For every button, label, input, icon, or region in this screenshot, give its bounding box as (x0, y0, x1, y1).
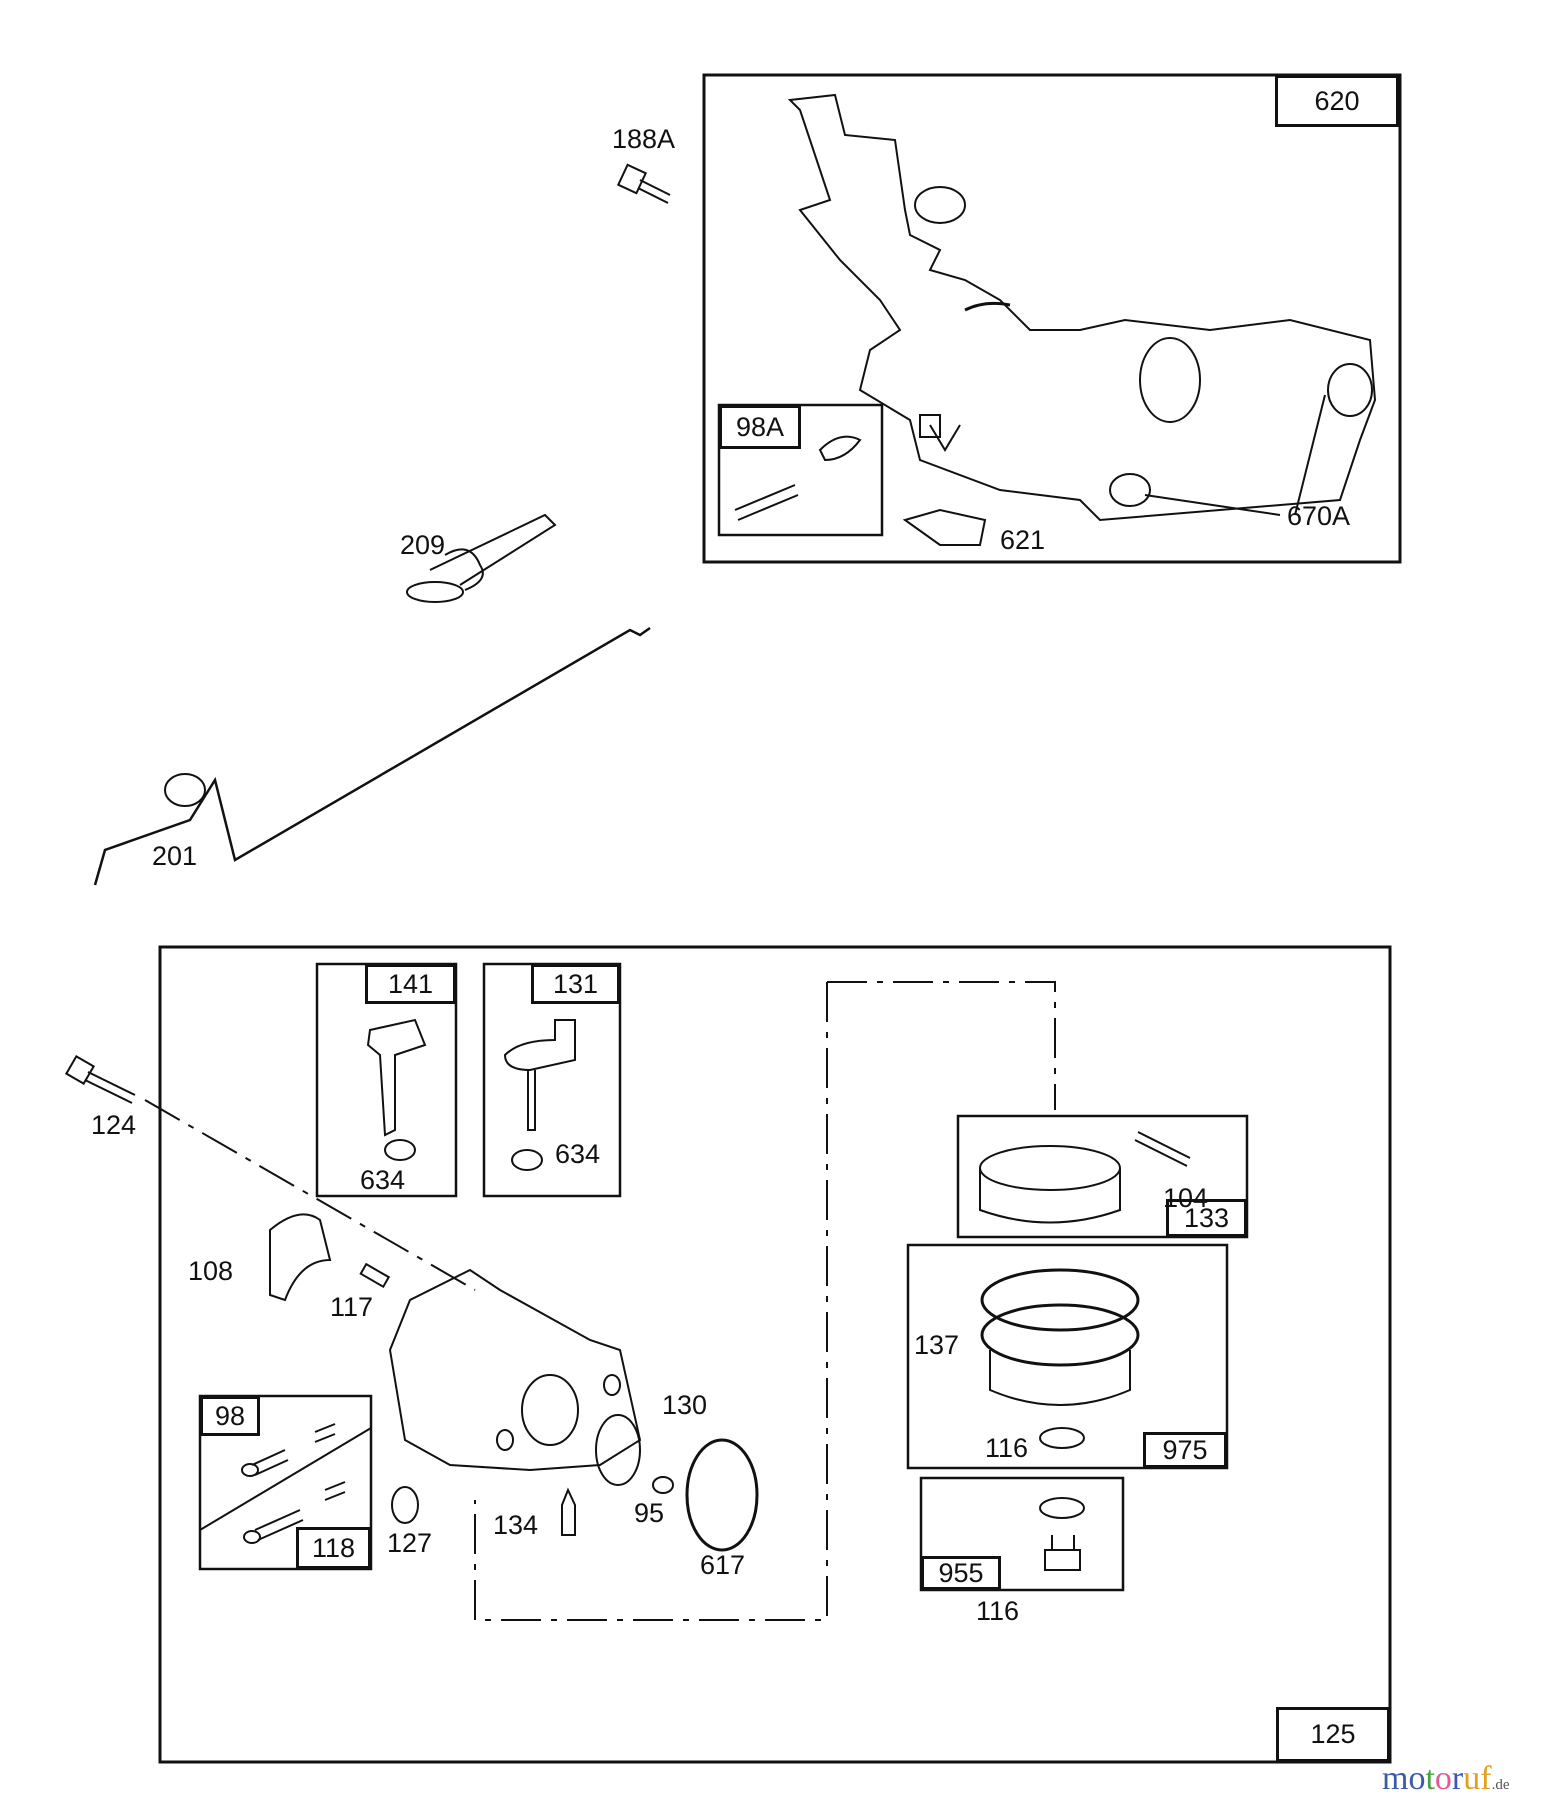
choke-shaft-141 (366, 1018, 427, 1161)
carburetor-body (388, 1268, 642, 1472)
kit-98-118-parts (241, 1423, 346, 1544)
label-617: 617 (700, 1550, 746, 1580)
label-108: 108 (188, 1256, 234, 1286)
label-124: 124 (91, 1110, 137, 1140)
kit-divider (199, 1427, 372, 1531)
kit-box-975 (906, 1243, 1229, 1470)
governor-control-bracket (787, 93, 1377, 546)
oring-617 (685, 1438, 759, 1552)
label-201: 201 (152, 841, 198, 871)
assembly-box-620 (702, 73, 1402, 564)
box-label-975: 975 (1143, 1432, 1227, 1468)
label-137: 137 (914, 1330, 960, 1360)
box-label-131: 131 (531, 964, 620, 1004)
spring-209 (406, 513, 557, 603)
box-label-955: 955 (921, 1556, 1001, 1590)
label-104: 104 (1163, 1183, 1209, 1213)
watermark-logo: motoruf.de (1382, 1762, 1509, 1796)
connector-line (474, 981, 1056, 1621)
label-634-left: 634 (360, 1165, 406, 1195)
needle-134 (561, 1487, 576, 1536)
part-95 (652, 1476, 674, 1494)
label-188a: 188A (612, 124, 676, 154)
watermark-letter: o (1408, 1760, 1426, 1797)
label-127: 127 (387, 1528, 433, 1558)
kit-box-133 (956, 1114, 1249, 1239)
label-134: 134 (493, 1510, 539, 1540)
box-label-620: 620 (1275, 75, 1399, 127)
kit-98a-parts (734, 435, 862, 521)
box-label-133: 133 (1166, 1199, 1247, 1237)
plug-127 (391, 1486, 419, 1524)
label-670a: 670A (1287, 501, 1351, 531)
diaphragm-130 (595, 1414, 641, 1486)
plate-108 (269, 1213, 332, 1302)
bowl-975 (980, 1268, 1140, 1449)
box-label-98a: 98A (719, 405, 801, 449)
kit-box-955 (919, 1476, 1125, 1592)
pin-117 (359, 1262, 391, 1289)
rod-201-eye (164, 773, 206, 807)
box-label-98: 98 (200, 1396, 260, 1436)
watermark-letter: u (1463, 1760, 1481, 1797)
label-95: 95 (634, 1498, 665, 1528)
pin-104 (1134, 1131, 1191, 1167)
label-116-bowl: 116 (985, 1433, 1029, 1463)
watermark-letter: o (1434, 1760, 1452, 1797)
label-117: 117 (330, 1292, 374, 1322)
watermark-letter: t (1425, 1760, 1435, 1797)
label-116-nut: 116 (976, 1596, 1020, 1626)
label-621: 621 (1000, 525, 1046, 555)
leader-670a (1144, 394, 1326, 516)
rod-201 (93, 626, 651, 886)
float-133 (979, 1145, 1121, 1224)
nut-955 (1039, 1497, 1085, 1571)
assembly-box-125 (158, 945, 1392, 1764)
kit-box-98-118 (198, 1394, 373, 1571)
leader-124 (144, 1099, 476, 1291)
throttle-shaft-131 (503, 1019, 576, 1171)
bolt-124 (64, 1054, 136, 1104)
watermark-letter: f (1480, 1760, 1492, 1797)
watermark-suffix: .de (1491, 1777, 1510, 1793)
watermark-letter: r (1451, 1760, 1464, 1797)
label-209: 209 (400, 530, 446, 560)
watermark-text: motoruf (1382, 1760, 1492, 1797)
box-label-118: 118 (296, 1527, 371, 1569)
label-130: 130 (662, 1390, 708, 1420)
watermark-letter: m (1382, 1760, 1409, 1797)
label-634-right: 634 (555, 1139, 601, 1169)
box-label-125: 125 (1276, 1707, 1390, 1762)
box-label-141: 141 (365, 964, 456, 1004)
bolt-188a (616, 163, 671, 204)
